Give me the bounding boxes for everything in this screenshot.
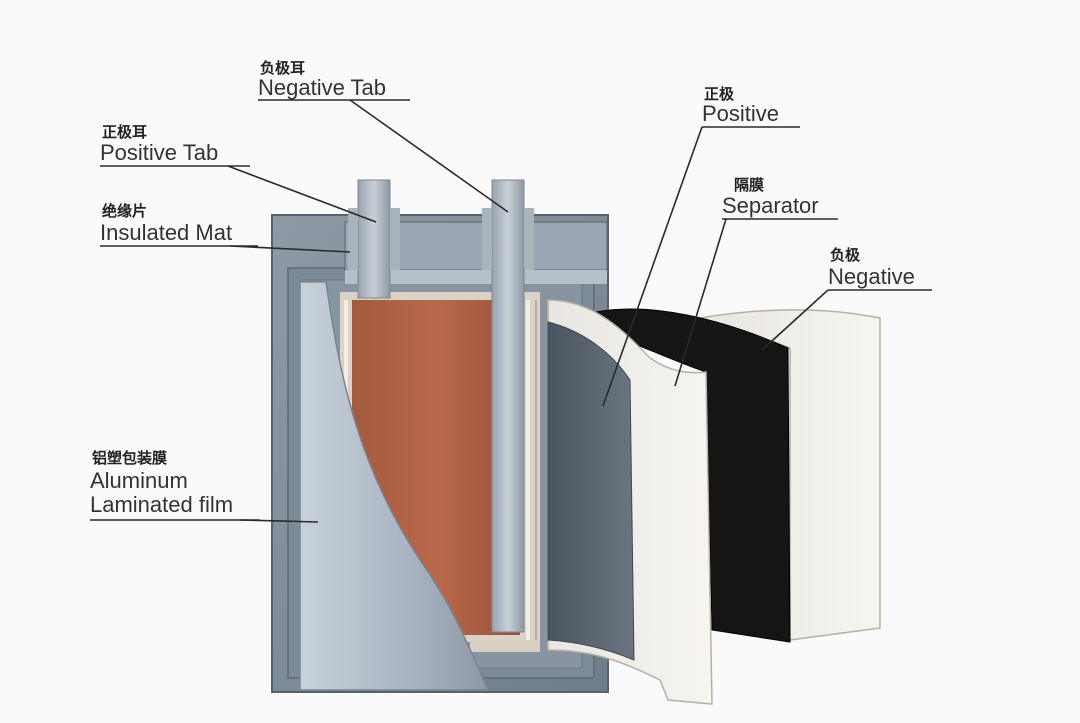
negative-en: Negative [828, 264, 915, 289]
separator-cn: 隔膜 [734, 176, 764, 194]
label-insulated-mat: 绝缘片 Insulated Mat [100, 202, 232, 245]
positive-cn: 正极 [704, 85, 735, 103]
negative-cn: 负极 [830, 246, 861, 264]
negative-tab-cn: 负极耳 [260, 59, 305, 77]
aluminum-film-flap [299, 281, 490, 691]
aluminum-film-en-line1: Aluminum [90, 468, 188, 493]
positive-tab [348, 179, 400, 299]
separator-en: Separator [722, 193, 819, 218]
positive-tab-en: Positive Tab [100, 140, 218, 165]
negative-tab [482, 179, 534, 633]
label-aluminum-film: 铝塑包装膜 Aluminum Laminated film [90, 449, 233, 517]
positive-en: Positive [702, 101, 779, 126]
insulated-mat-cn: 绝缘片 [102, 202, 147, 220]
label-positive: 正极 Positive [702, 85, 779, 126]
aluminum-film-en-line2: Laminated film [90, 492, 233, 517]
label-positive-tab: 正极耳 Positive Tab [100, 123, 218, 165]
label-negative: 负极 Negative [828, 246, 915, 289]
label-separator: 隔膜 Separator [722, 176, 819, 218]
negative-tab-en: Negative Tab [258, 75, 386, 100]
positive-tab-cn: 正极耳 [102, 123, 147, 141]
aluminum-film-cn: 铝塑包装膜 [92, 449, 167, 467]
positive-layer [547, 321, 635, 661]
label-negative-tab: 负极耳 Negative Tab [258, 59, 386, 100]
insulated-mat-en: Insulated Mat [100, 220, 232, 245]
